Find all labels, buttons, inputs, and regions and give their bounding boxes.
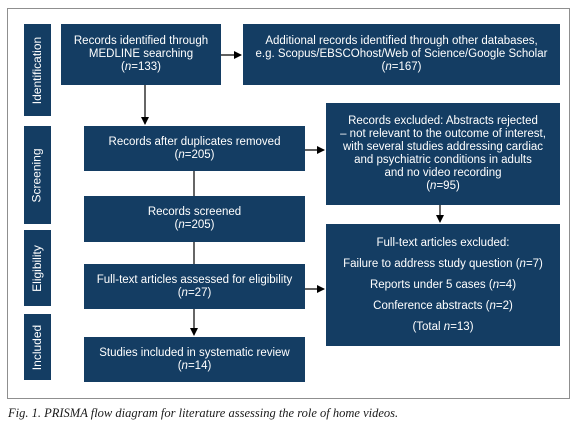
stage-eligibility: Eligibility: [24, 230, 51, 306]
exclusion-total: (Total n=13): [412, 320, 474, 333]
box-duplicates-removed: Records after duplicates removed (n=205): [84, 126, 305, 171]
exclusion-reason-conference-abstracts: Conference abstracts (n=2): [373, 299, 513, 312]
box-abstracts-excluded: Records excluded: Abstracts rejected – n…: [326, 103, 560, 205]
box-fulltext-excluded: Full-text articles excluded: Failure to …: [326, 224, 560, 346]
box-studies-included: Studies included in systematic review (n…: [84, 337, 305, 382]
exclusion-reason-under-5-cases: Reports under 5 cases (n=4): [369, 278, 517, 291]
box-records-screened: Records screened (n=205): [84, 196, 305, 242]
fulltext-excluded-title: Full-text articles excluded:: [376, 236, 510, 249]
stage-identification: Identification: [24, 24, 51, 116]
stage-screening: Screening: [24, 126, 51, 224]
box-medline-records: Records identified through MEDLINE searc…: [61, 24, 221, 85]
stage-included: Included: [24, 314, 51, 380]
figure-caption: Fig. 1. PRISMA flow diagram for literatu…: [8, 406, 399, 420]
box-other-databases: Additional records identified through ot…: [243, 24, 560, 85]
exclusion-reason-study-question: Failure to address study question (n=7): [343, 257, 543, 270]
box-fulltext-assessed: Full-text articles assessed for eligibil…: [84, 264, 305, 309]
